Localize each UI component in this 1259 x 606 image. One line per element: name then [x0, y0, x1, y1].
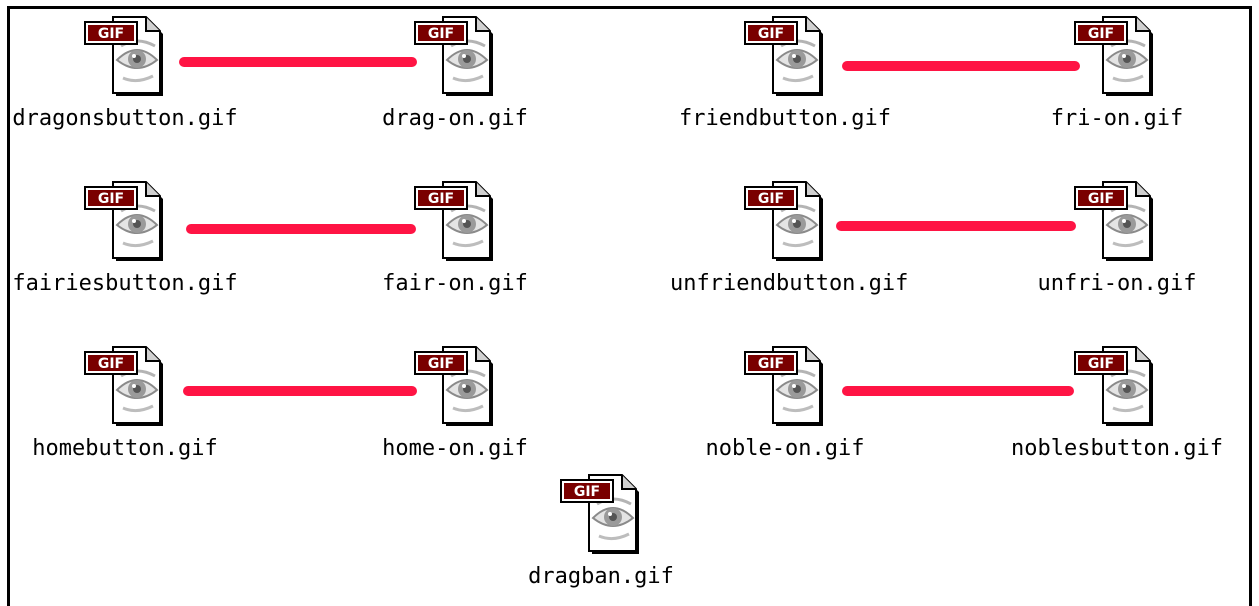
svg-text:GIF: GIF [98, 26, 124, 42]
file-name-label: homebutton.gif [32, 436, 218, 461]
connector-unfriend [836, 221, 1076, 231]
svg-text:GIF: GIF [428, 356, 454, 372]
gif-file-icon: GIF [1074, 346, 1153, 426]
file-name-label: unfri-on.gif [1037, 271, 1197, 296]
file-name-label: noble-on.gif [705, 436, 865, 461]
gif-file-icon: GIF [1074, 181, 1153, 261]
file-name-label: fairiesbutton.gif [12, 271, 238, 296]
svg-text:GIF: GIF [98, 191, 124, 207]
svg-text:GIF: GIF [758, 26, 784, 42]
connector-dragons [179, 57, 417, 67]
connector-noble [842, 386, 1074, 396]
gif-file-icon: GIF [1074, 16, 1153, 96]
svg-text:GIF: GIF [98, 356, 124, 372]
gif-file-icon: GIF [744, 16, 823, 96]
gif-file-icon: GIF [560, 474, 639, 554]
file-name-label: dragonsbutton.gif [12, 106, 238, 131]
connector-home [183, 386, 417, 396]
gif-file-icon: GIF [414, 16, 493, 96]
svg-text:GIF: GIF [428, 26, 454, 42]
gif-file-icon: GIF [744, 181, 823, 261]
gif-file-icon: GIF [744, 346, 823, 426]
file-name-label: dragban.gif [528, 564, 674, 589]
file-name-label: fair-on.gif [382, 271, 528, 296]
svg-text:GIF: GIF [574, 484, 600, 500]
gif-file-icon: GIF [414, 181, 493, 261]
file-name-label: drag-on.gif [382, 106, 528, 131]
gif-file-icon: GIF [84, 16, 163, 96]
file-name-label: home-on.gif [382, 436, 528, 461]
svg-text:GIF: GIF [1088, 191, 1114, 207]
svg-text:GIF: GIF [1088, 26, 1114, 42]
file-name-label: fri-on.gif [1050, 106, 1184, 131]
gif-file-icon: GIF [84, 181, 163, 261]
svg-text:GIF: GIF [758, 356, 784, 372]
gif-file-icon: GIF [84, 346, 163, 426]
file-name-label: friendbutton.gif [679, 106, 891, 131]
svg-text:GIF: GIF [1088, 356, 1114, 372]
connector-friend [842, 61, 1080, 71]
file-name-label: unfriendbutton.gif [670, 271, 909, 296]
svg-text:GIF: GIF [758, 191, 784, 207]
file-name-label: noblesbutton.gif [1011, 436, 1223, 461]
connector-fairies [186, 224, 416, 234]
svg-text:GIF: GIF [428, 191, 454, 207]
gif-file-icon: GIF [414, 346, 493, 426]
